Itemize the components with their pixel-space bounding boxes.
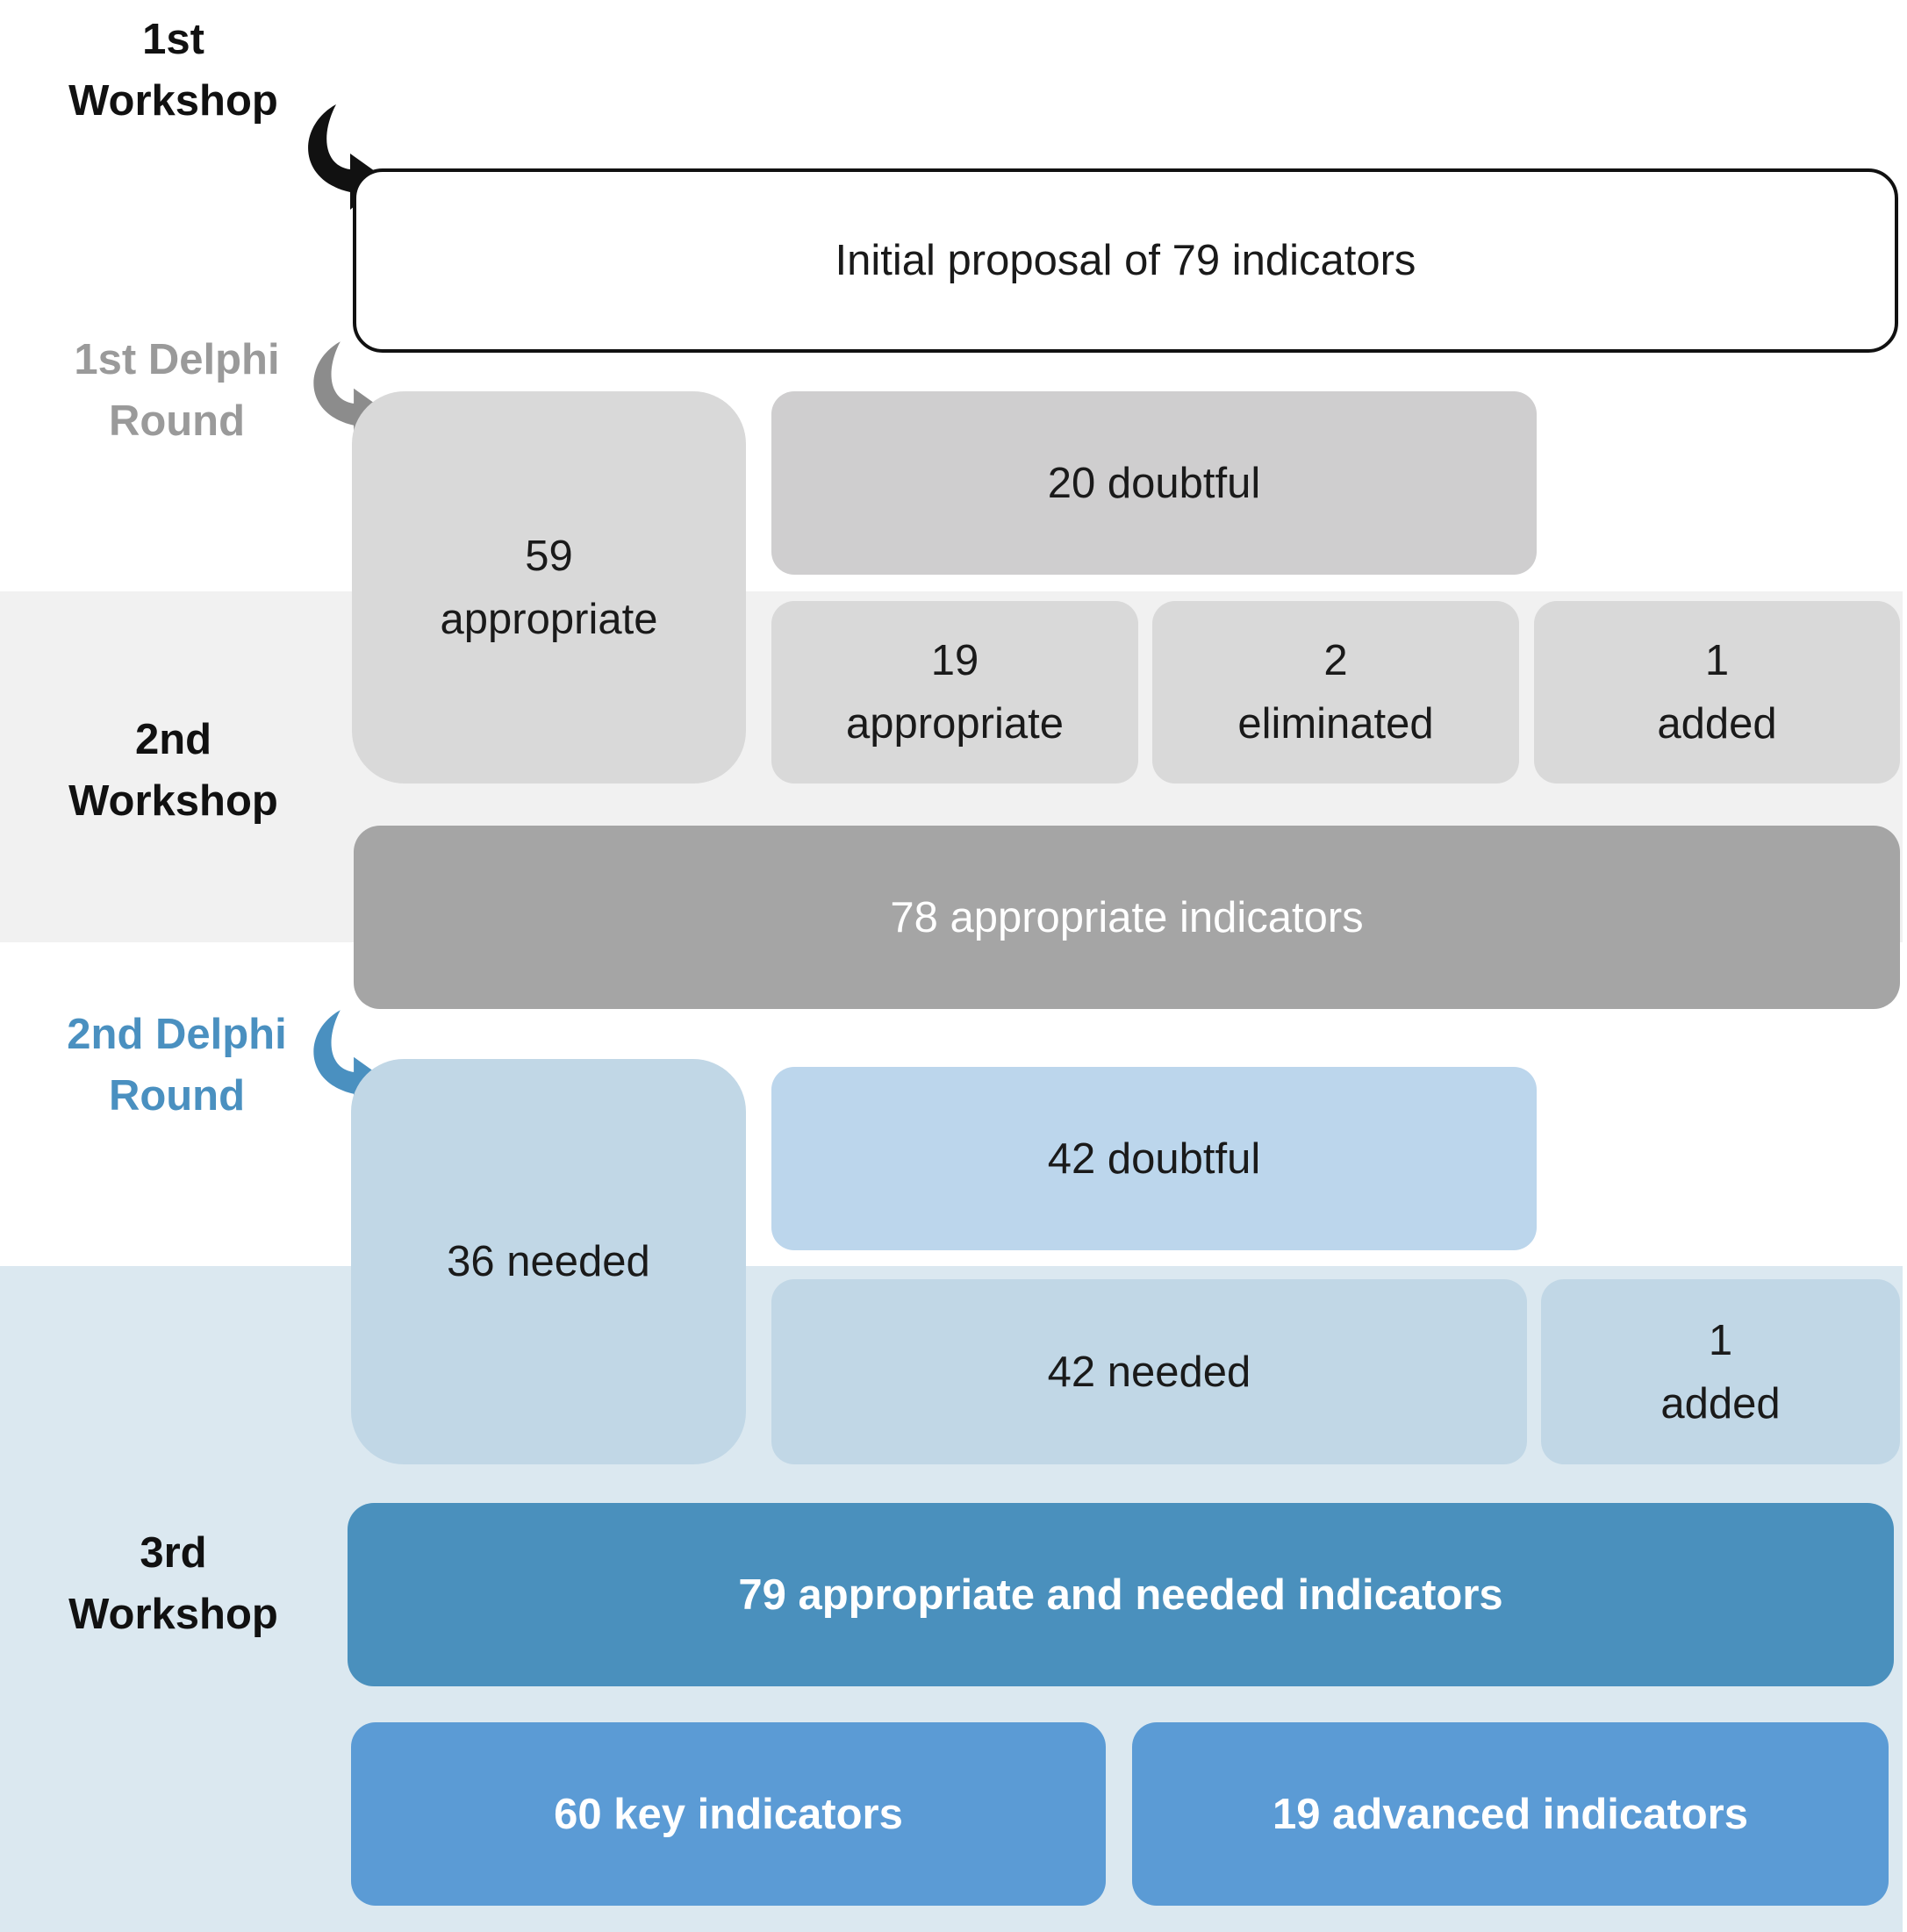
advanced-indicators-box: 19 advanced indicators	[1132, 1722, 1889, 1906]
second-round-doubtful-box: 42 doubtful	[771, 1067, 1537, 1250]
appropriate-and-needed-indicators-box: 79 appropriate and needed indicators	[348, 1503, 1894, 1686]
initial-proposal-box: Initial proposal of 79 indicators	[353, 168, 1898, 353]
key-indicators-box: 60 key indicators	[351, 1722, 1106, 1906]
first-round-doubtful-box: 20 doubtful	[771, 391, 1537, 575]
second-round-needed-box: 36 needed	[351, 1059, 746, 1464]
appropriate-indicators-total-box: 78 appropriate indicators	[354, 826, 1900, 1009]
third-workshop-needed-box: 42 needed	[771, 1279, 1527, 1464]
